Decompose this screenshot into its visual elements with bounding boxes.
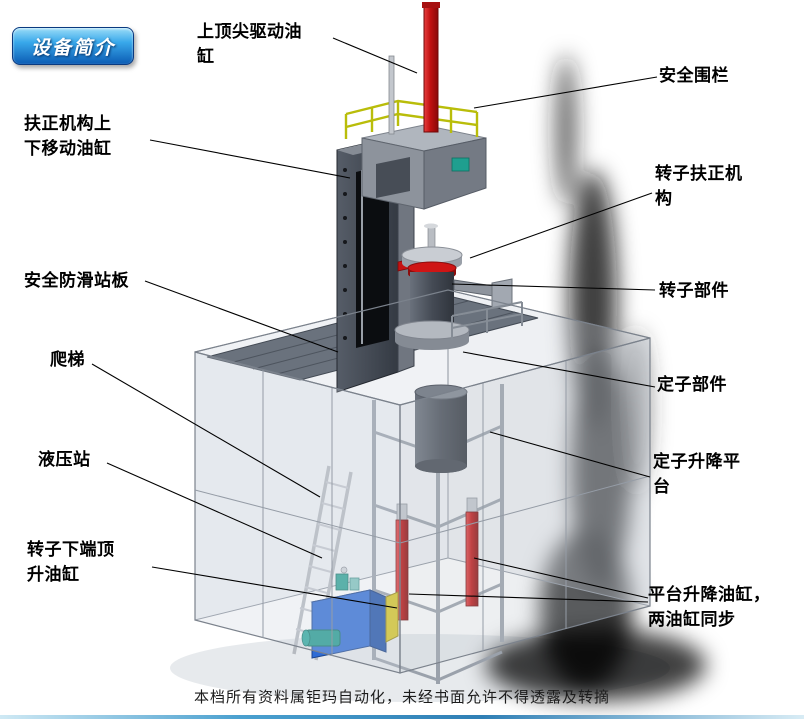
bottom-accent-bar xyxy=(0,715,804,719)
label-platform-lift-cylinders: 平台升降油缸， 两油缸同步 xyxy=(648,585,771,629)
leader-platform-cyl-2 xyxy=(408,593,649,603)
leader-lines xyxy=(91,37,658,609)
label-top-tip-drive-cylinder: 上顶尖驱动油 缸 xyxy=(197,22,302,66)
label-safety-fence: 安全围栏 xyxy=(659,66,729,85)
leader-hydraulic xyxy=(106,462,323,559)
leader-stator-platform xyxy=(489,431,651,478)
label-rotor-bottom-jack: 转子下端顶 升油缸 xyxy=(27,540,115,584)
label-hydraulic-station: 液压站 xyxy=(38,450,91,469)
stator-lift-frame xyxy=(372,384,504,684)
footer-disclaimer: 本档所有资料属钜玛自动化，未经书面允许不得透露及转摘 xyxy=(193,689,610,706)
label-anti-slip-deck: 安全防滑站板 xyxy=(24,271,129,290)
label-stator-lift-platform: 定子升降平 台 xyxy=(653,452,741,496)
label-stator-part: 定子部件 xyxy=(657,375,727,394)
label-rotor-part: 转子部件 xyxy=(659,281,729,300)
enclosure-front-walls xyxy=(194,289,651,674)
top-drive-cylinder-graphic xyxy=(388,2,440,135)
leader-safety-fence xyxy=(473,76,658,109)
leader-rotor-part xyxy=(451,283,656,291)
leader-top-tip xyxy=(332,37,418,74)
label-centering-updown-cylinder: 扶正机构上 下移动油缸 xyxy=(24,114,112,158)
label-rotor-centering-mechanism: 转子扶正机 构 xyxy=(655,164,743,208)
leader-anti-slip-deck xyxy=(144,280,339,353)
safety-fence-graphic xyxy=(344,99,479,139)
leader-stator-part xyxy=(462,351,656,388)
device-intro-badge: 设备简介 xyxy=(12,27,134,65)
leader-platform-cyl-1 xyxy=(473,557,649,599)
stator-cylinder xyxy=(414,384,468,473)
label-ladder: 爬梯 xyxy=(50,350,85,369)
smoke-shadow xyxy=(486,55,706,701)
leader-ladder xyxy=(91,363,321,498)
head-box xyxy=(361,124,487,210)
leader-centering-cylinder xyxy=(149,139,351,179)
leader-rotor-jack xyxy=(151,566,398,609)
leader-rotor-centering xyxy=(469,192,653,259)
